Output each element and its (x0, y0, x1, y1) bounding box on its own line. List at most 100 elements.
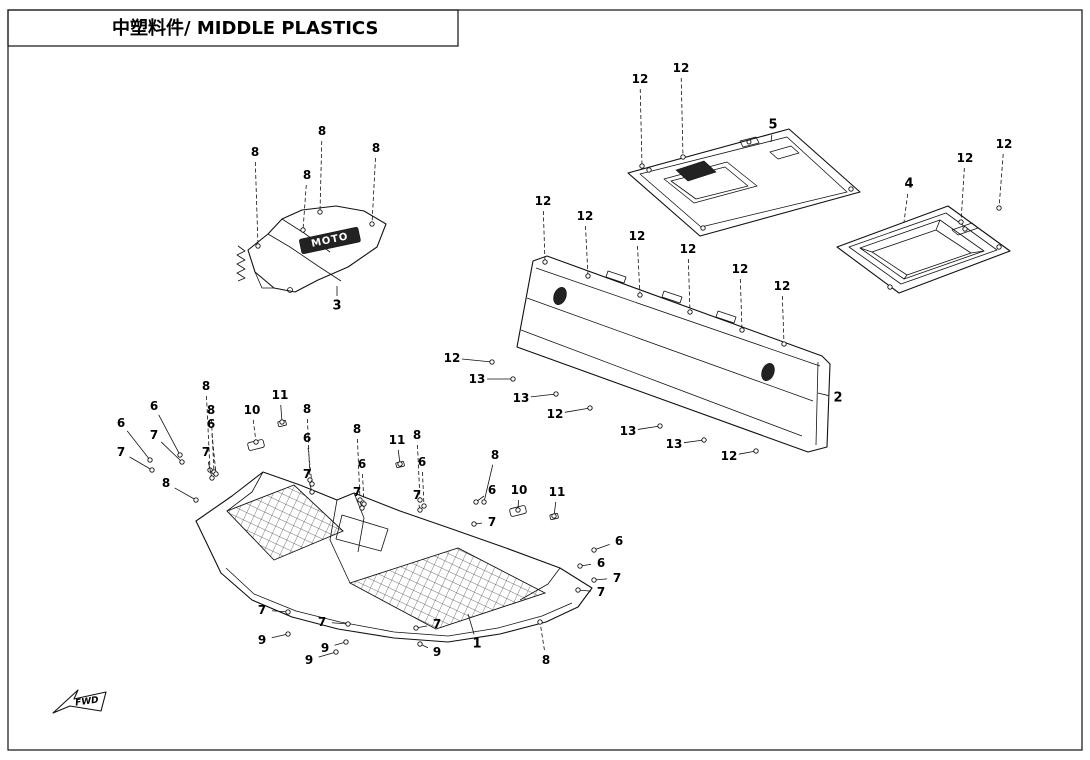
leader-line (687, 258, 691, 313)
part-number: 2 (833, 391, 842, 406)
callout-12: 12 (547, 405, 593, 421)
callout-8: 8 (537, 619, 550, 667)
leader-line (158, 414, 181, 456)
callout-8: 8 (413, 428, 423, 503)
fwd-arrow-icon (52, 689, 107, 714)
screw-point (149, 467, 155, 473)
leader-line (770, 134, 773, 143)
leader-line (271, 610, 289, 613)
screw-point (397, 461, 403, 467)
callout-label: 6 (303, 431, 311, 445)
callout-label: 13 (666, 437, 683, 451)
callout-7: 7 (318, 615, 351, 629)
callout-label: 12 (673, 61, 690, 75)
callout-7: 7 (150, 428, 185, 465)
leader-line (129, 456, 153, 471)
screw-point (361, 501, 367, 507)
callout-13: 13 (469, 372, 516, 386)
screw-point (177, 452, 183, 458)
screw-point (542, 259, 548, 265)
callout-label: 9 (433, 645, 441, 659)
callout-label: 13 (469, 372, 486, 386)
callout-6: 6 (591, 534, 623, 553)
callout-label: 8 (207, 403, 215, 417)
mount-hole (887, 284, 893, 290)
screw-point (537, 619, 543, 625)
leader-line (371, 157, 376, 225)
callout-label: 7 (258, 603, 266, 617)
callout-label: 12 (774, 279, 791, 293)
callout-label: 7 (488, 515, 496, 529)
top-tab (715, 310, 737, 324)
mount-hole (646, 167, 652, 173)
leader-line (637, 425, 661, 430)
callout-8: 8 (481, 448, 499, 505)
screw-point (343, 639, 349, 645)
leader-line (206, 395, 211, 471)
callout-12: 12 (721, 448, 759, 463)
callout-label: 8 (251, 145, 259, 159)
callout-label: 7 (613, 571, 621, 585)
callout-12: 12 (680, 242, 696, 315)
leader-line (422, 471, 425, 507)
callout-13: 13 (620, 423, 663, 438)
handle-slot (761, 362, 775, 382)
tread-area-left (226, 484, 344, 561)
callout-13: 13 (666, 437, 707, 451)
leader-line (211, 419, 215, 473)
part-3-moto-cover: MOTO (236, 205, 387, 293)
leader-line (903, 193, 909, 223)
fwd-arrow: FWD (52, 689, 107, 714)
screw-point (300, 227, 306, 233)
part-label-2: 2 (817, 391, 843, 406)
callout-8: 8 (251, 145, 261, 249)
callout-label: 7 (150, 428, 158, 442)
part-number: 4 (904, 177, 913, 192)
fwd-label: FWD (75, 695, 100, 708)
part-label-3: 3 (332, 286, 342, 314)
callout-7: 7 (575, 585, 605, 599)
callout-7: 7 (353, 485, 365, 511)
leader-line (817, 392, 829, 396)
callout-label: 11 (389, 433, 406, 447)
callout-label: 6 (117, 416, 125, 430)
callout-label: 12 (577, 209, 594, 223)
callout-8: 8 (317, 124, 326, 215)
screw-point (781, 341, 787, 347)
callout-11: 11 (549, 485, 565, 519)
serrated-edge (236, 245, 246, 282)
screw-point (585, 273, 591, 279)
callout-9: 9 (305, 649, 339, 667)
callout-6: 6 (207, 417, 219, 477)
vent-detail (675, 160, 717, 182)
callout-9: 9 (417, 641, 441, 659)
screw-point (285, 609, 291, 615)
leader-line (417, 444, 421, 501)
screw-point (209, 475, 215, 481)
screw-point (510, 376, 516, 382)
leader-line (637, 245, 641, 296)
part-label-5: 5 (768, 118, 778, 143)
callout-label: 13 (620, 424, 637, 438)
leader-line (960, 167, 965, 223)
callout-12: 12 (577, 209, 594, 279)
callout-12: 12 (629, 229, 645, 298)
top-tab (605, 270, 627, 284)
leader-line (739, 278, 743, 331)
callout-label: 8 (353, 422, 361, 436)
mount-hole (848, 186, 854, 192)
part-number: 1 (472, 637, 481, 652)
screw-point (958, 219, 964, 225)
callout-label: 8 (162, 476, 170, 490)
screw-point (417, 641, 423, 647)
leader-line (483, 464, 494, 503)
callout-7: 7 (303, 467, 315, 495)
callout-label: 8 (318, 124, 326, 138)
callout-label: 6 (615, 534, 623, 548)
screw-point (575, 587, 581, 593)
leader-line (461, 358, 493, 363)
callout-10: 10 (244, 403, 260, 445)
mount-hole (700, 225, 706, 231)
callout-label: 7 (202, 445, 210, 459)
callout-label: 6 (358, 457, 366, 471)
